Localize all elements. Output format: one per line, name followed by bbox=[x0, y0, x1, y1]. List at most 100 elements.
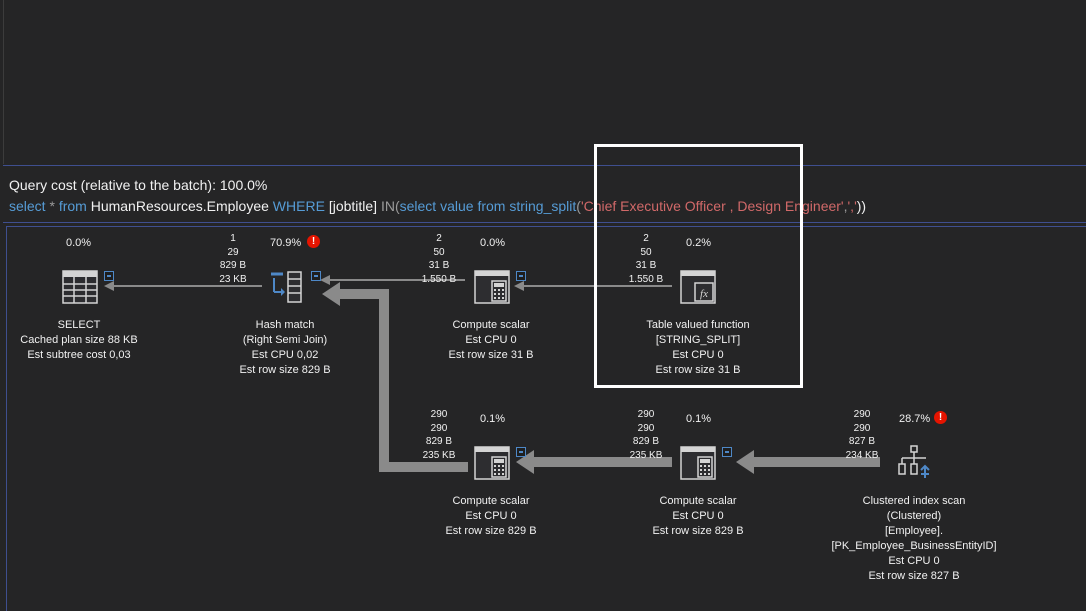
collapse-button-select[interactable] bbox=[104, 271, 114, 281]
compute-scalar-1-row-stats: 2 50 31 B 1.550 B bbox=[409, 232, 469, 286]
row-stat: 31 B bbox=[428, 260, 450, 271]
collapse-button-compute-scalar-3[interactable] bbox=[722, 447, 732, 457]
row-stat: 234 KB bbox=[845, 449, 879, 461]
table-valued-function-icon[interactable]: fx bbox=[680, 270, 716, 304]
tvf-label: Table valued function [STRING_SPLIT] Est… bbox=[646, 318, 749, 378]
compute-scalar-3-label-line: Compute scalar bbox=[659, 495, 737, 507]
row-stat: 829 B bbox=[425, 436, 453, 447]
row-stat: 1.550 B bbox=[421, 273, 457, 285]
compute-scalar-2-row-stats: 290 290 829 B 235 KB bbox=[409, 408, 469, 462]
warning-icon[interactable]: ! bbox=[934, 411, 947, 424]
select-cost-pct: 0.0% bbox=[66, 237, 92, 249]
tvf-cost-pct: 0.2% bbox=[686, 237, 712, 249]
row-stat: 50 bbox=[640, 246, 652, 258]
sql-select-keyword: select bbox=[9, 198, 46, 214]
row-stat: 290 bbox=[853, 409, 871, 420]
row-stat: 235 KB bbox=[422, 449, 456, 461]
query-sql-text[interactable]: select * from HumanResources.Employee WH… bbox=[9, 198, 866, 214]
hash-match-label: Hash match (Right Semi Join) Est CPU 0,0… bbox=[239, 318, 330, 378]
row-stat: 290 bbox=[430, 422, 448, 434]
arrow-cs2-to-hash bbox=[336, 289, 468, 472]
collapse-button-hash-match[interactable] bbox=[311, 271, 321, 281]
tvf-label-line: Est CPU 0 bbox=[672, 349, 724, 361]
row-stat: 235 KB bbox=[629, 449, 663, 461]
hash-match-cost-pct: 70.9% bbox=[270, 237, 302, 249]
row-stat: 829 B bbox=[219, 260, 247, 271]
select-label: SELECT Cached plan size 88 KB Est subtre… bbox=[20, 318, 137, 363]
compute-scalar-1-label-line: Est row size 31 B bbox=[448, 349, 534, 361]
arrowhead-cs2-to-hash bbox=[322, 282, 340, 306]
row-stat: 1 bbox=[230, 233, 236, 244]
compute-scalar-2-cost-pct: 0.1% bbox=[480, 413, 506, 425]
select-label-line: Cached plan size 88 KB bbox=[20, 334, 138, 346]
compute-scalar-icon[interactable] bbox=[474, 446, 510, 480]
arrowhead-tvf-to-cs1 bbox=[514, 281, 524, 291]
compute-scalar-3-label: Compute scalar Est CPU 0 Est row size 82… bbox=[652, 494, 743, 539]
arrowhead-hash-to-select bbox=[104, 281, 114, 291]
collapse-button-compute-scalar-1[interactable] bbox=[516, 271, 526, 281]
hash-match-label-line: Est row size 829 B bbox=[239, 364, 331, 376]
row-stat: 50 bbox=[433, 246, 445, 258]
row-stat: 29 bbox=[227, 246, 239, 258]
query-header: Query cost (relative to the batch): 100.… bbox=[3, 170, 1086, 222]
clustered-scan-label-line: Est row size 827 B bbox=[868, 570, 960, 582]
compute-scalar-1-cost-pct: 0.0% bbox=[480, 237, 506, 249]
collapse-button-compute-scalar-2[interactable] bbox=[516, 447, 526, 457]
compute-scalar-1-label-line: Est CPU 0 bbox=[465, 334, 517, 346]
compute-scalar-2-label-line: Est CPU 0 bbox=[465, 510, 517, 522]
sql-open-paren: ( bbox=[394, 198, 400, 214]
results-pane-top bbox=[0, 0, 1086, 164]
row-stat: 290 bbox=[853, 422, 871, 434]
clustered-scan-label: Clustered index scan (Clustered) [Employ… bbox=[831, 494, 996, 584]
row-stat: 290 bbox=[430, 409, 448, 420]
sql-star: * bbox=[49, 198, 55, 214]
highlight-box bbox=[594, 144, 803, 388]
sql-comma: , bbox=[843, 198, 848, 214]
row-stat: 31 B bbox=[635, 260, 657, 271]
compute-scalar-icon[interactable] bbox=[474, 270, 510, 304]
sql-in-keyword: IN bbox=[380, 198, 395, 214]
results-pane-border bbox=[3, 0, 1086, 164]
plan-separator bbox=[3, 222, 1086, 223]
select-label-line: Est subtree cost 0,03 bbox=[27, 349, 131, 361]
clustered-index-scan-icon[interactable] bbox=[896, 444, 932, 480]
clustered-scan-row-stats: 290 290 827 B 234 KB bbox=[832, 408, 892, 462]
compute-scalar-3-label-line: Est row size 829 B bbox=[652, 525, 744, 537]
hash-match-label-line: (Right Semi Join) bbox=[242, 334, 328, 346]
sql-open-paren-2: ( bbox=[576, 198, 581, 214]
tvf-label-line: Est row size 31 B bbox=[655, 364, 741, 376]
sql-close-parens: )) bbox=[856, 198, 867, 214]
arrowhead-cs1-to-hash bbox=[320, 275, 330, 285]
compute-scalar-2-label-line: Est row size 829 B bbox=[445, 525, 537, 537]
compute-scalar-2-label: Compute scalar Est CPU 0 Est row size 82… bbox=[445, 494, 536, 539]
clustered-scan-label-line: [PK_Employee_BusinessEntityID] bbox=[831, 540, 997, 552]
row-stat: 2 bbox=[436, 233, 442, 244]
row-stat: 2 bbox=[643, 233, 649, 244]
compute-scalar-3-cost-pct: 0.1% bbox=[686, 413, 712, 425]
sql-table-name: HumanResources.Employee bbox=[90, 198, 269, 214]
row-stat: 23 KB bbox=[219, 273, 247, 285]
compute-scalar-2-label-line: Compute scalar bbox=[452, 495, 530, 507]
compute-scalar-3-label-line: Est CPU 0 bbox=[672, 510, 724, 522]
query-cost-text: Query cost (relative to the batch): 100.… bbox=[9, 177, 268, 193]
select-table-icon[interactable] bbox=[62, 270, 98, 304]
svg-text:fx: fx bbox=[700, 288, 708, 300]
row-stat: 829 B bbox=[632, 436, 660, 447]
compute-scalar-1-label-line: Compute scalar bbox=[452, 319, 530, 331]
compute-scalar-icon[interactable] bbox=[680, 446, 716, 480]
warning-icon[interactable]: ! bbox=[307, 235, 320, 248]
hash-match-label-line: Hash match bbox=[255, 319, 315, 331]
sql-string-literal: 'Chief Executive Officer , Design Engine… bbox=[580, 198, 844, 214]
hash-match-icon[interactable] bbox=[269, 270, 303, 304]
row-stat: 827 B bbox=[848, 436, 876, 447]
execution-plan-area bbox=[6, 226, 1086, 611]
row-stat: 290 bbox=[637, 409, 655, 420]
compute-scalar-1-label: Compute scalar Est CPU 0 Est row size 31… bbox=[449, 318, 534, 363]
sql-delimiter-literal: ',' bbox=[847, 198, 857, 214]
clustered-scan-label-line: (Clustered) bbox=[886, 510, 942, 522]
clustered-scan-label-line: [Employee]. bbox=[884, 525, 944, 537]
clustered-scan-label-line: Est CPU 0 bbox=[888, 555, 940, 567]
compute-scalar-3-row-stats: 290 290 829 B 235 KB bbox=[616, 408, 676, 462]
tvf-row-stats: 2 50 31 B 1.550 B bbox=[616, 232, 676, 286]
